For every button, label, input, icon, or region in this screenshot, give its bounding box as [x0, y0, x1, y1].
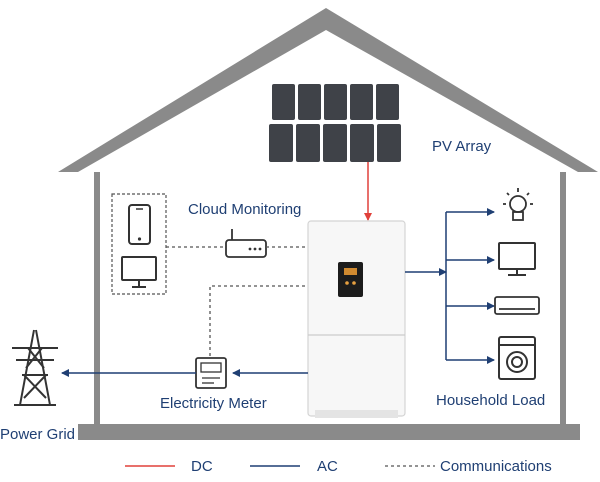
legend-dc-label: DC — [191, 458, 213, 475]
monitor-icon — [121, 256, 157, 288]
household-load-label: Household Load — [436, 392, 546, 409]
smartphone-icon — [128, 204, 151, 245]
legend-ac-label: AC — [317, 458, 338, 475]
solar-panel-icon — [269, 84, 401, 162]
tv-icon — [498, 242, 536, 276]
devices-box — [111, 193, 167, 295]
meter-icon — [195, 357, 227, 389]
electricity-meter-label: Electricity Meter — [160, 395, 267, 412]
inverter-icon — [307, 220, 406, 418]
cloud-monitoring-label: Cloud Monitoring — [188, 201, 302, 218]
legend-communications-label: Communications — [440, 458, 552, 475]
pv-array-label: PV Array — [432, 138, 492, 155]
power-grid-label: Power Grid — [0, 426, 76, 443]
lightbulb-icon — [503, 188, 533, 221]
ac-bus-household — [405, 208, 495, 364]
house-outline — [58, 8, 598, 440]
comm-line-meter — [209, 285, 308, 356]
air-conditioner-icon — [494, 296, 540, 315]
router-icon — [225, 229, 267, 258]
washing-machine-icon — [498, 336, 536, 380]
pylon-icon — [12, 329, 58, 406]
